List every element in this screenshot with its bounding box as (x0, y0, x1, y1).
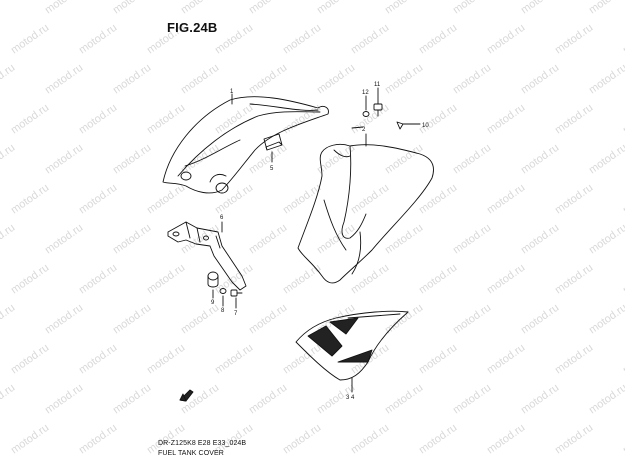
callout-2: 2 (362, 127, 366, 133)
front-arrow (179, 389, 194, 402)
caption-model-code: DR-Z125K8 E28 E33_024B (158, 440, 247, 447)
callout-8: 8 (221, 308, 225, 314)
callout-6: 6 (220, 215, 224, 221)
caption-part-group: FUEL TANK COVER (158, 450, 224, 457)
callout-5: 5 (270, 166, 274, 172)
callout-9: 9 (211, 300, 215, 306)
leader-7-8-9 (212, 289, 237, 309)
leader-2 (351, 126, 367, 147)
fuel-tank-cover-left (162, 96, 329, 194)
emblem-decal (295, 310, 409, 381)
callout-12: 12 (362, 90, 369, 96)
bracket-6 (167, 221, 247, 291)
callout-11: 11 (374, 82, 381, 88)
callout-1: 1 (230, 89, 234, 95)
clip-10 (396, 121, 404, 130)
bolt-7 (230, 289, 243, 297)
callout-3-4: 3 4 (346, 395, 355, 401)
figure-title: FIG.24B (167, 20, 218, 35)
callout-7: 7 (234, 311, 238, 317)
bolt-11 (373, 103, 383, 117)
cushion-pad (263, 133, 283, 151)
callout-10: 10 (422, 123, 429, 129)
fuel-tank-cover-right (297, 143, 434, 284)
washer-8 (219, 288, 227, 294)
grommet-12 (362, 111, 370, 117)
spacer-9 (207, 271, 219, 288)
